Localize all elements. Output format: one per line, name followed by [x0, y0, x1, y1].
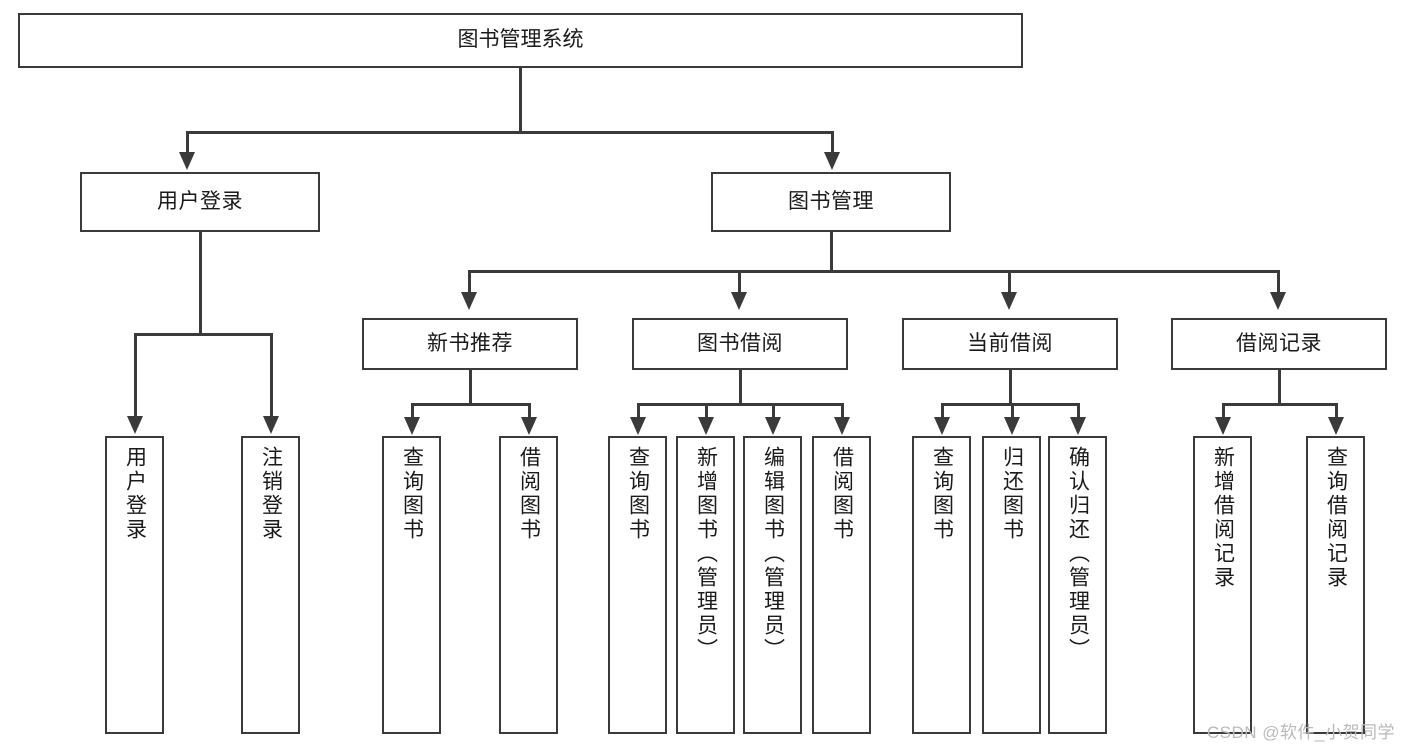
arrow-to-leaf-query-record	[1328, 417, 1344, 435]
connector-book-borrow-c2-drop	[705, 403, 708, 419]
node-label: 确认归还（管理员）	[1066, 446, 1090, 662]
arrow-to-leaf-add-record	[1215, 417, 1231, 435]
connector-borrow-record-bus	[1222, 403, 1338, 406]
node-label: 新书推荐	[427, 331, 513, 355]
connector-book-borrow-bus	[637, 403, 844, 406]
arrow-to-leaf-borrow-book-2	[834, 417, 850, 435]
leaf-logout-login[interactable]: 注销登录	[241, 436, 300, 734]
connector-user-login-bus	[134, 333, 273, 336]
connector-level2-right-drop	[831, 131, 834, 157]
connector-book-manage-stem	[830, 232, 833, 273]
connector-book-borrow-stem	[739, 370, 742, 406]
leaf-add-record[interactable]: 新增借阅记录	[1193, 436, 1252, 734]
connector-current-borrow-c3-drop	[1077, 403, 1080, 419]
connector-borrow-record-c2-drop	[1335, 403, 1338, 419]
arrow-to-leaf-return-book	[1004, 417, 1020, 435]
connector-level3-c3-drop	[1008, 270, 1011, 294]
connector-new-book-rec-c1-drop	[411, 403, 414, 419]
node-root-system[interactable]: 图书管理系统	[18, 13, 1023, 68]
node-label: 图书借阅	[697, 331, 783, 355]
leaf-return-book[interactable]: 归还图书	[982, 436, 1041, 734]
connector-level2-bus	[186, 131, 834, 134]
leaf-confirm-return[interactable]: 确认归还（管理员）	[1048, 436, 1107, 734]
connector-new-book-rec-c2-drop	[528, 403, 531, 419]
node-book-borrow[interactable]: 图书借阅	[632, 318, 848, 370]
node-label: 图书管理	[788, 189, 874, 213]
node-label: 新增借阅记录	[1211, 446, 1235, 590]
node-label: 查询图书	[930, 446, 954, 542]
connector-book-borrow-c3-drop	[772, 403, 775, 419]
connector-level3-c4-drop	[1277, 270, 1280, 294]
connector-user-login-child1-drop	[134, 333, 137, 418]
node-label: 归还图书	[1000, 446, 1024, 542]
arrow-to-current-borrow	[1001, 292, 1017, 310]
node-label: 编辑图书（管理员）	[761, 446, 785, 662]
leaf-query-record[interactable]: 查询借阅记录	[1306, 436, 1365, 734]
arrow-to-leaf-query-book-3	[934, 417, 950, 435]
connector-current-borrow-c1-drop	[941, 403, 944, 419]
connector-root-stem	[519, 68, 522, 133]
leaf-borrow-book-2[interactable]: 借阅图书	[812, 436, 871, 734]
arrow-to-leaf-query-book-2	[630, 417, 646, 435]
node-label: 查询图书	[626, 446, 650, 542]
node-label: 借阅记录	[1236, 331, 1322, 355]
connector-current-borrow-c2-drop	[1011, 403, 1014, 419]
connector-level2-left-drop	[186, 131, 189, 157]
arrow-to-borrow-record	[1270, 292, 1286, 310]
node-new-book-rec[interactable]: 新书推荐	[362, 318, 578, 370]
connector-level3-bus	[468, 270, 1280, 273]
leaf-query-book-1[interactable]: 查询图书	[382, 436, 441, 734]
connector-borrow-record-c1-drop	[1222, 403, 1225, 419]
connector-user-login-stem	[199, 232, 202, 335]
node-label: 图书管理系统	[457, 28, 584, 52]
node-label: 注销登录	[259, 446, 283, 542]
arrow-to-leaf-borrow-book-1	[521, 417, 537, 435]
arrow-to-leaf-query-book-1	[404, 417, 420, 435]
arrow-to-leaf-add-book	[698, 417, 714, 435]
connector-book-borrow-c4-drop	[841, 403, 844, 419]
connector-current-borrow-stem	[1009, 370, 1012, 406]
leaf-add-book[interactable]: 新增图书（管理员）	[676, 436, 735, 734]
leaf-borrow-book-1[interactable]: 借阅图书	[499, 436, 558, 734]
arrow-to-leaf-confirm-return	[1070, 417, 1086, 435]
node-label: 借阅图书	[517, 446, 541, 542]
connector-new-book-rec-stem	[469, 370, 472, 406]
arrow-to-book-borrow	[731, 292, 747, 310]
connector-level3-c1-drop	[468, 270, 471, 294]
connector-borrow-record-stem	[1278, 370, 1281, 406]
node-label: 借阅图书	[830, 446, 854, 542]
watermark-text: CSDN @软件_小贺同学	[1206, 723, 1395, 742]
node-current-borrow[interactable]: 当前借阅	[902, 318, 1118, 370]
arrow-to-leaf-user-login	[127, 416, 143, 434]
leaf-query-book-3[interactable]: 查询图书	[912, 436, 971, 734]
node-label: 当前借阅	[967, 331, 1053, 355]
node-label: 查询图书	[400, 446, 424, 542]
node-label: 用户登录	[157, 189, 243, 213]
node-user-login[interactable]: 用户登录	[80, 172, 320, 232]
leaf-query-book-2[interactable]: 查询图书	[608, 436, 667, 734]
node-label: 查询借阅记录	[1324, 446, 1348, 590]
arrow-to-user-login	[179, 152, 195, 170]
connector-user-login-child2-drop	[270, 333, 273, 418]
node-label: 用户登录	[123, 446, 147, 542]
arrow-to-leaf-edit-book	[765, 417, 781, 435]
leaf-user-login[interactable]: 用户登录	[105, 436, 164, 734]
node-label: 新增图书（管理员）	[694, 446, 718, 662]
node-borrow-record[interactable]: 借阅记录	[1171, 318, 1387, 370]
leaf-edit-book[interactable]: 编辑图书（管理员）	[743, 436, 802, 734]
node-book-manage[interactable]: 图书管理	[711, 172, 951, 232]
connector-book-borrow-c1-drop	[637, 403, 640, 419]
connector-current-borrow-bus	[941, 403, 1080, 406]
connector-level3-c2-drop	[738, 270, 741, 294]
arrow-to-book-manage	[824, 152, 840, 170]
arrow-to-leaf-logout-login	[263, 416, 279, 434]
arrow-to-new-book-rec	[461, 292, 477, 310]
connector-new-book-rec-bus	[411, 403, 531, 406]
